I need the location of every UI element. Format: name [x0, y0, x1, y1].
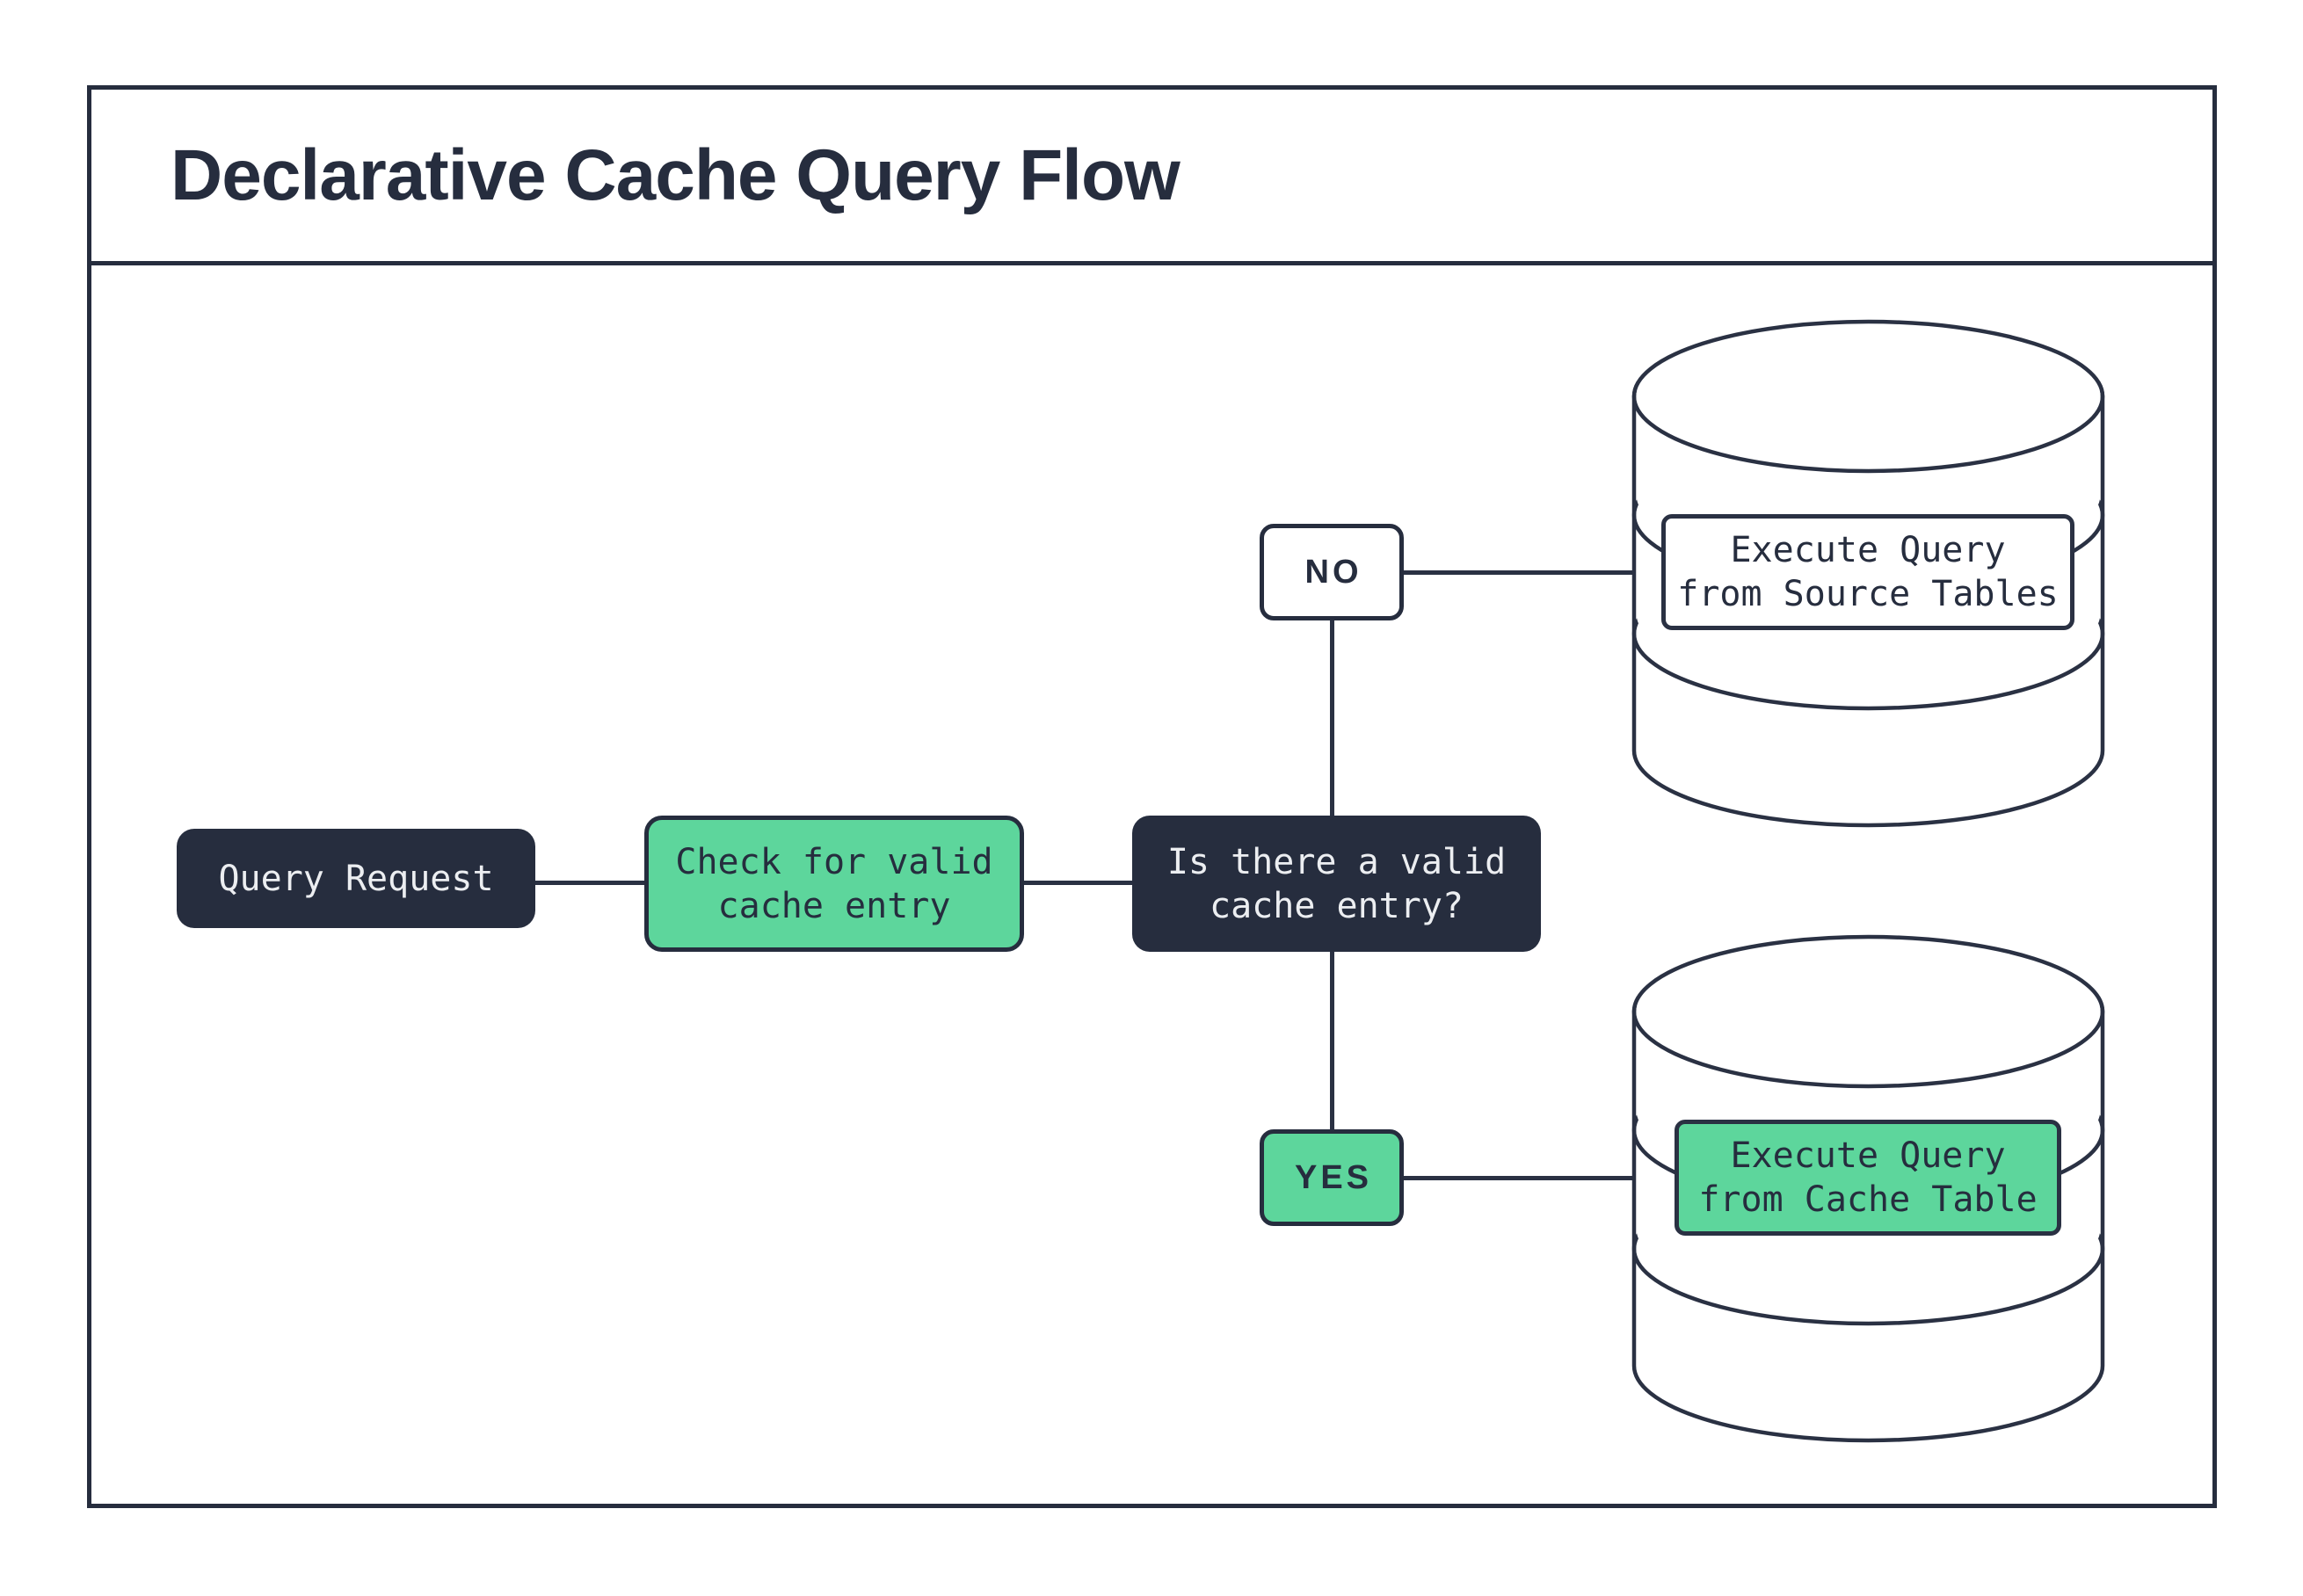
node-check-cache-line2: cache entry [717, 885, 951, 926]
node-execute-source-line1: Execute Query [1730, 530, 2006, 570]
node-execute-cache-line1: Execute Query [1730, 1135, 2006, 1176]
edge-check-to-decision [1020, 881, 1136, 885]
node-decision-line2: cache entry? [1210, 885, 1464, 926]
node-execute-cache: Execute Query from Cache Table [1675, 1120, 2061, 1236]
edge-no-to-source-db [1402, 570, 1639, 575]
node-check-cache: Check for valid cache entry [644, 816, 1024, 952]
edge-decision-to-no [1330, 618, 1334, 820]
edge-decision-to-yes [1330, 949, 1334, 1134]
branch-label-no: NO [1260, 524, 1404, 620]
node-decision-line1: Is there a valid [1166, 841, 1507, 882]
node-check-cache-line1: Check for valid [675, 841, 993, 882]
node-execute-cache-line2: from Cache Table [1698, 1179, 2038, 1220]
node-execute-source-line2: from Source Tables [1677, 574, 2059, 614]
branch-label-yes-text: YES [1294, 1159, 1373, 1196]
page-title: Declarative Cache Query Flow [171, 134, 1181, 215]
branch-label-yes: YES [1260, 1129, 1404, 1226]
branch-label-no-text: NO [1304, 554, 1362, 591]
edge-query-to-check [532, 881, 648, 885]
diagram-header: Declarative Cache Query Flow [91, 90, 2212, 265]
edge-yes-to-cache-db [1402, 1176, 1639, 1180]
node-query-request: Query Request [177, 829, 535, 928]
node-execute-source: Execute Query from Source Tables [1661, 514, 2074, 630]
node-decision-valid-cache: Is there a valid cache entry? [1132, 816, 1541, 952]
node-query-request-label: Query Request [218, 858, 494, 899]
